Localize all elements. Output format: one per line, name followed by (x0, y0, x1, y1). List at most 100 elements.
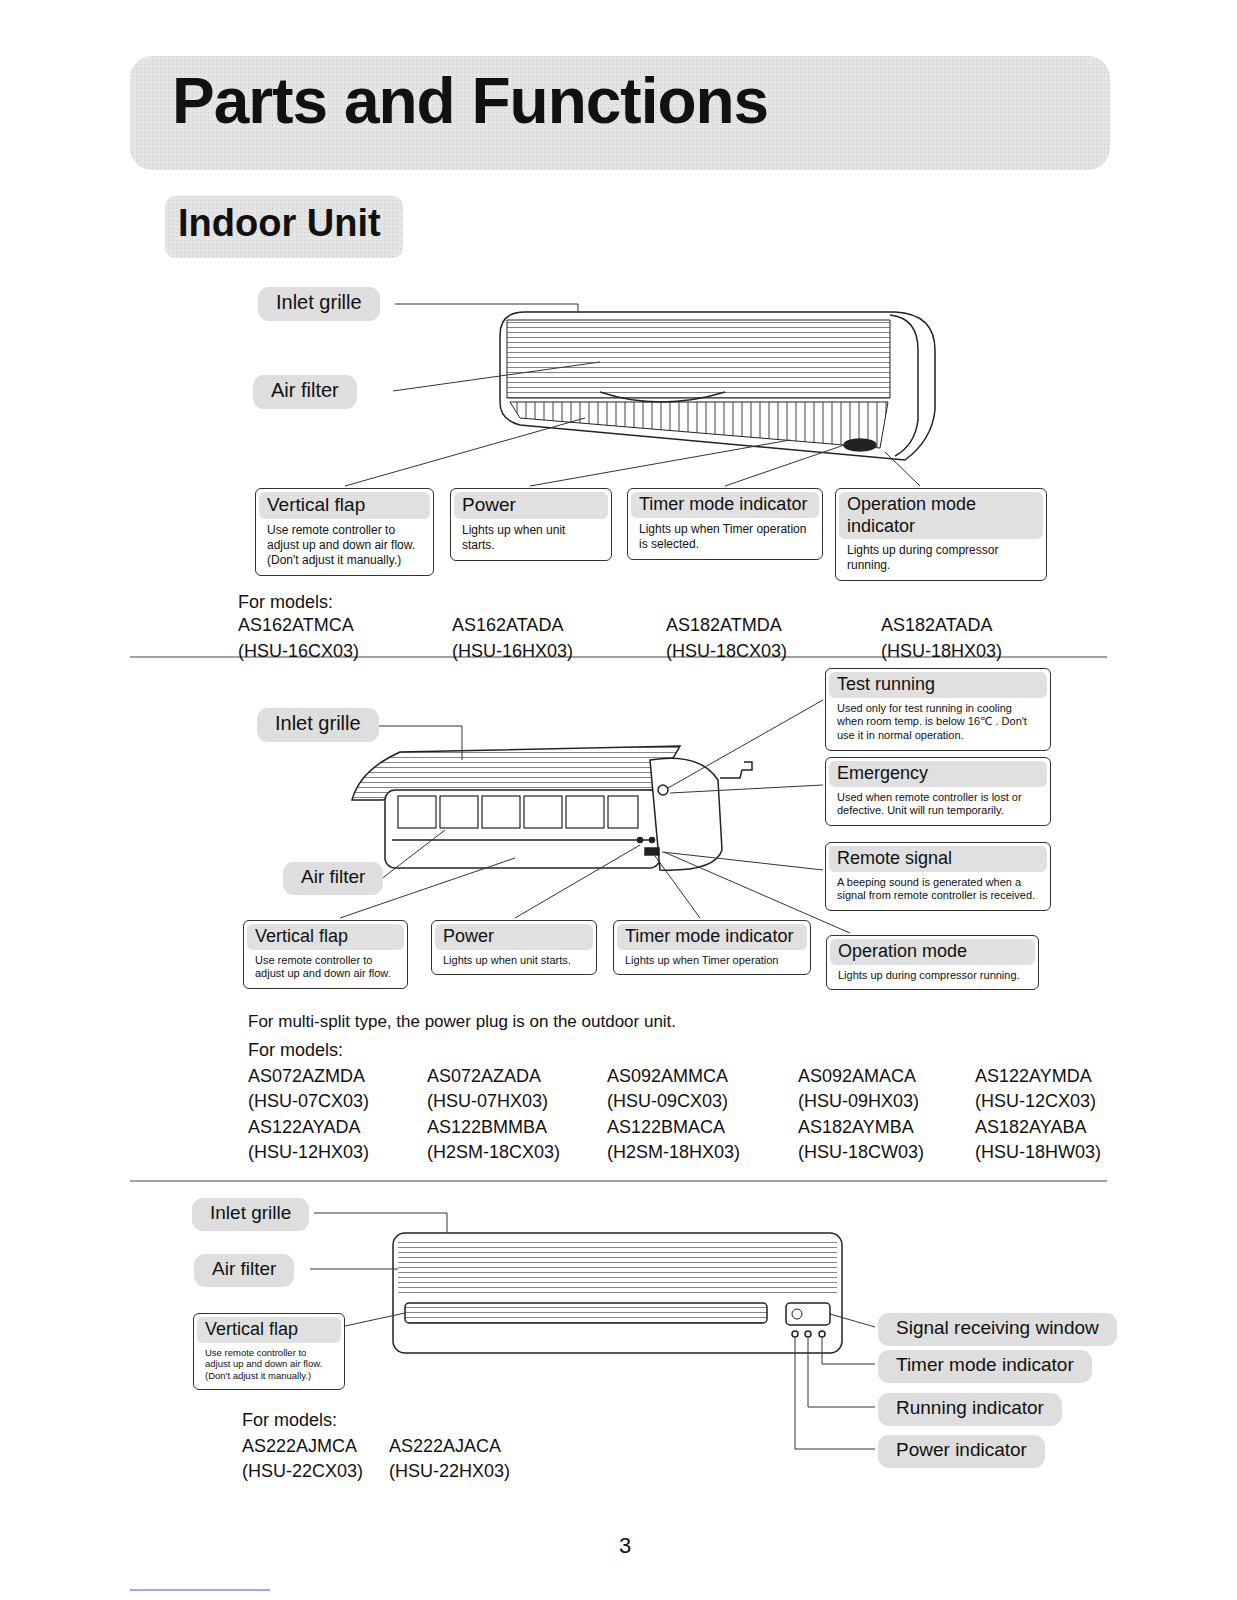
part-label: Air filter (194, 1254, 294, 1287)
model-text: AS122AYADA (248, 1117, 360, 1139)
part-description: Lights up when Timer operation is select… (631, 518, 819, 552)
part-name: Vertical flap (247, 924, 404, 950)
callout-box: PowerLights up when unit starts. (450, 488, 612, 561)
model-text: (HSU-18HX03) (881, 641, 1002, 663)
model-text: (HSU-22HX03) (389, 1461, 510, 1483)
part-name: Air filter (301, 866, 365, 887)
model-text: (HSU-12CX03) (975, 1091, 1096, 1113)
model-text: AS122BMACA (607, 1117, 725, 1139)
part-name: Power (454, 492, 608, 519)
model-text: AS182AYMBA (798, 1117, 914, 1139)
model-text: AS162ATADA (452, 615, 563, 637)
part-label: Air filter (283, 862, 383, 895)
model-text: For models: (248, 1040, 343, 1062)
model-text: AS182AYABA (975, 1117, 1086, 1139)
model-text: For multi-split type, the power plug is … (248, 1012, 676, 1032)
callout-box: Operation mode indicatorLights up during… (835, 488, 1047, 581)
model-text: AS162ATMCA (238, 615, 354, 637)
link-underline (130, 1590, 270, 1591)
model-text: (HSU-09HX03) (798, 1091, 919, 1113)
model-text: (HSU-16HX03) (452, 641, 573, 663)
part-label: Timer mode indicator (878, 1350, 1092, 1383)
part-name: Air filter (212, 1258, 276, 1279)
title-banner (130, 56, 1110, 258)
part-description: Used when remote controller is lost or d… (829, 787, 1047, 819)
model-text: For models: (238, 592, 333, 614)
model-text: (HSU-18HW03) (975, 1142, 1101, 1164)
part-description: Lights up when Timer operation (617, 950, 807, 968)
model-text: AS222AJMCA (242, 1436, 357, 1458)
model-text: (HSU-16CX03) (238, 641, 359, 663)
part-description: Lights up during compressor running. (830, 965, 1035, 983)
model-text: (HSU-18CW03) (798, 1142, 924, 1164)
part-name: Running indicator (896, 1397, 1044, 1418)
model-text: (HSU-22CX03) (242, 1461, 363, 1483)
indoor-unit-open (352, 746, 752, 870)
callout-box: PowerLights up when unit starts. (431, 920, 597, 975)
model-text: (HSU-07CX03) (248, 1091, 369, 1113)
part-name: Air filter (271, 379, 339, 401)
callout-box: Test runningUsed only for test running i… (825, 668, 1051, 751)
rule-lines (130, 657, 1107, 1181)
callout-box: EmergencyUsed when remote controller is … (825, 757, 1051, 826)
part-description: Lights up when unit starts. (435, 950, 593, 968)
callout-box: Timer mode indicatorLights up when Timer… (613, 920, 811, 975)
model-text: AS122BMMBA (427, 1117, 547, 1139)
part-label: Power indicator (878, 1435, 1045, 1468)
part-description: Lights up when unit starts. (454, 519, 608, 553)
part-description: Use remote controller to adjust up and d… (247, 950, 404, 982)
part-name: Vertical flap (197, 1317, 341, 1343)
callout-box: Vertical flapUse remote controller to ad… (255, 488, 434, 576)
model-text: AS092AMMCA (607, 1066, 728, 1088)
part-name: Timer mode indicator (896, 1354, 1074, 1375)
part-name: Timer mode indicator (631, 492, 819, 518)
indoor-unit-wall (500, 312, 935, 460)
model-text: (HSU-18CX03) (666, 641, 787, 663)
model-text: For models: (242, 1410, 337, 1432)
part-label: Inlet grille (258, 287, 380, 321)
part-name: Test running (829, 672, 1047, 698)
page-title: Parts and Functions (172, 64, 768, 138)
part-name: Power (435, 924, 593, 950)
part-description: Use remote controller to adjust up and d… (197, 1343, 341, 1383)
callout-box: Vertical flapUse remote controller to ad… (193, 1313, 345, 1390)
model-text: AS182ATADA (881, 615, 992, 637)
leader-lines (310, 1213, 875, 1449)
indoor-unit-flat (393, 1233, 842, 1353)
part-description: Lights up during compressor running. (839, 539, 1043, 573)
page-number: 3 (619, 1533, 631, 1559)
model-text: AS092AMACA (798, 1066, 916, 1088)
part-description: Used only for test running in cooling wh… (829, 698, 1047, 743)
model-text: (HSU-09CX03) (607, 1091, 728, 1113)
leader-lines (340, 700, 850, 933)
callout-box: Timer mode indicatorLights up when Timer… (627, 488, 823, 560)
part-name: Operation mode (830, 939, 1035, 965)
part-name: Signal receiving window (896, 1317, 1099, 1338)
model-text: AS072AZMDA (248, 1066, 365, 1088)
model-text: AS222AJACA (389, 1436, 501, 1458)
part-description: A beeping sound is generated when a sign… (829, 872, 1047, 904)
model-text: AS122AYMDA (975, 1066, 1092, 1088)
callout-box: Vertical flapUse remote controller to ad… (243, 920, 408, 989)
leader-lines (345, 304, 920, 486)
model-text: AS072AZADA (427, 1066, 541, 1088)
part-name: Inlet grille (276, 291, 362, 313)
callout-box: Remote signalA beeping sound is generate… (825, 842, 1051, 911)
model-text: (HSU-12HX03) (248, 1142, 369, 1164)
part-name: Timer mode indicator (617, 924, 807, 950)
callout-box: Operation modeLights up during compresso… (826, 935, 1039, 990)
part-label: Inlet grille (192, 1198, 309, 1231)
part-label: Signal receiving window (878, 1313, 1117, 1346)
section-heading: Indoor Unit (178, 201, 381, 247)
part-label: Running indicator (878, 1393, 1062, 1426)
model-text: (H2SM-18CX03) (427, 1142, 560, 1164)
model-text: AS182ATMDA (666, 615, 782, 637)
part-label: Inlet grille (257, 708, 379, 742)
part-description: Use remote controller to adjust up and d… (259, 519, 430, 568)
model-text: (HSU-07HX03) (427, 1091, 548, 1113)
part-name: Operation mode indicator (839, 492, 1043, 539)
part-name: Inlet grille (275, 712, 361, 734)
model-text: (H2SM-18HX03) (607, 1142, 740, 1164)
part-name: Power indicator (896, 1439, 1027, 1460)
part-name: Vertical flap (259, 492, 430, 519)
